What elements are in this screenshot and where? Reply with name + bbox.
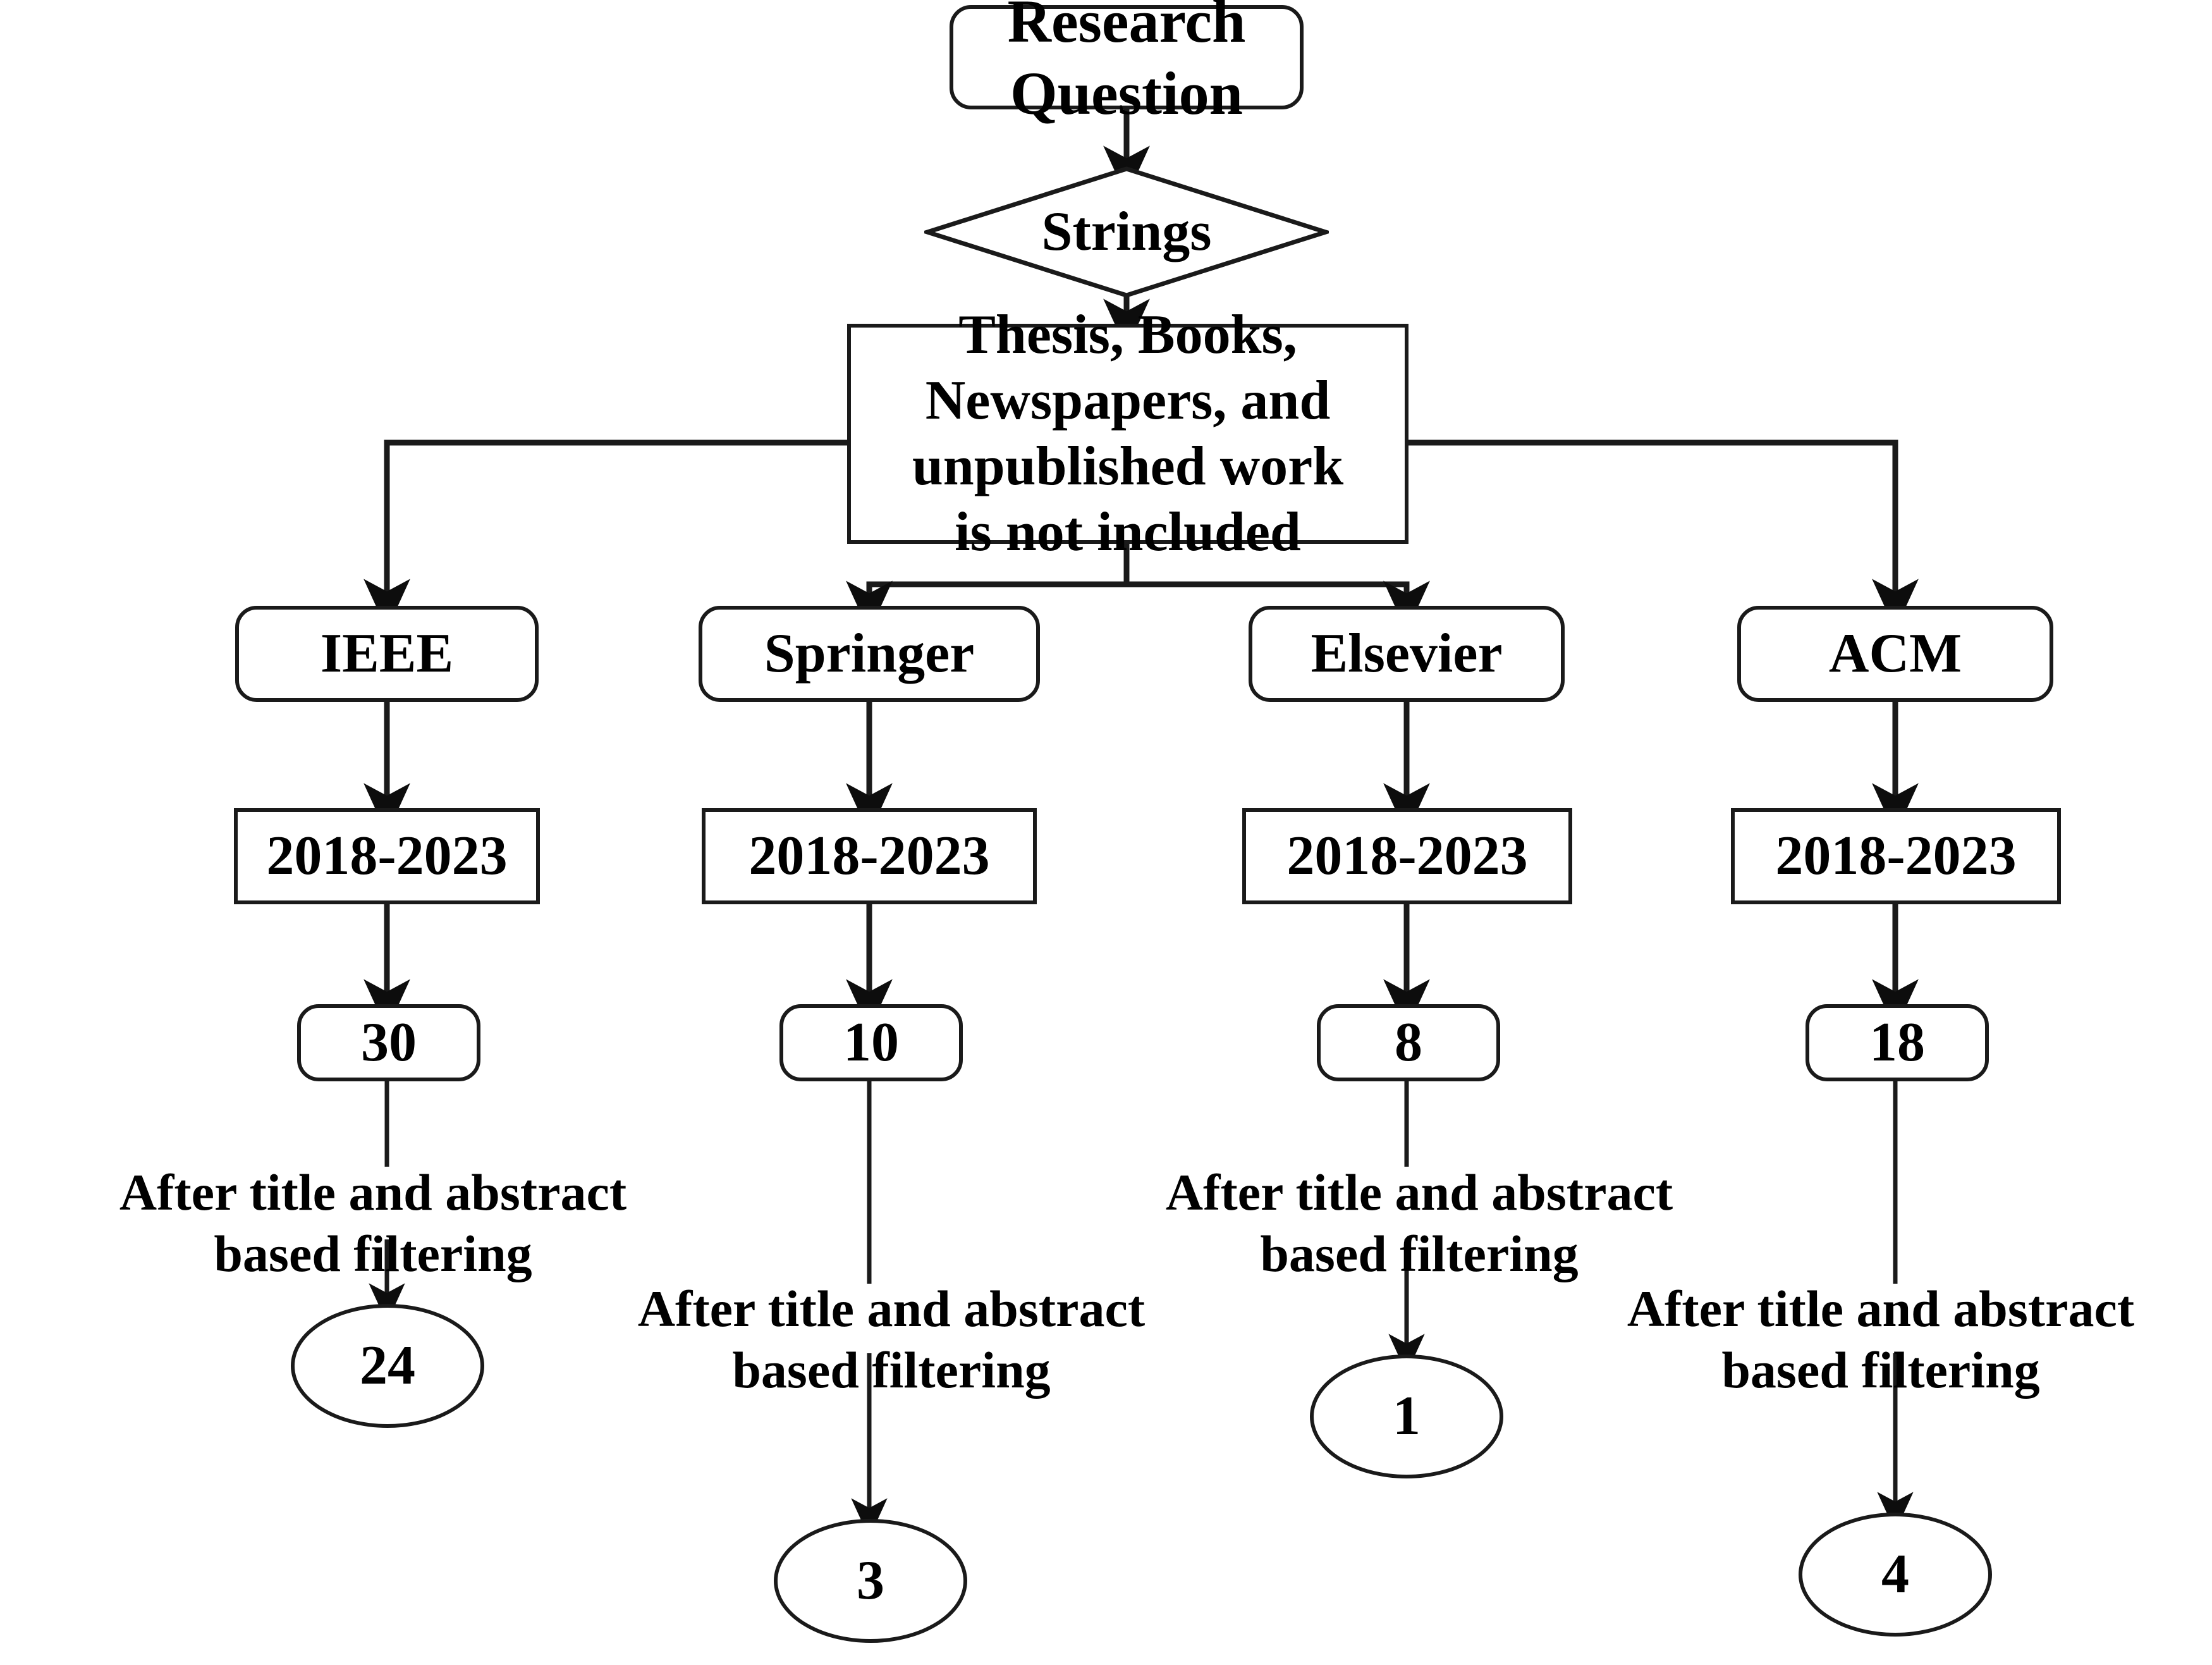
node-database-springer[interactable]: Springer bbox=[699, 606, 1040, 702]
years-label-ieee: 2018-2023 bbox=[266, 825, 508, 887]
filter-caption-acm: After title and abstract based filtering bbox=[1627, 1280, 2135, 1399]
database-label-springer: Springer bbox=[764, 623, 975, 685]
diamond-shape bbox=[924, 166, 1329, 298]
strings-label: Strings bbox=[1041, 201, 1212, 263]
database-label-ieee: IEEE bbox=[320, 623, 454, 685]
node-count-elsevier[interactable]: 8 bbox=[1317, 1004, 1500, 1081]
years-label-acm: 2018-2023 bbox=[1775, 825, 2017, 887]
node-database-elsevier[interactable]: Elsevier bbox=[1249, 606, 1565, 702]
count-label-ieee: 30 bbox=[361, 1012, 417, 1074]
node-included-springer[interactable]: 3 bbox=[774, 1519, 967, 1643]
node-strings[interactable]: Strings bbox=[924, 166, 1329, 298]
node-exclusion-criteria[interactable]: Thesis, Books, Newspapers, and unpublish… bbox=[847, 304, 1408, 563]
included-label-elsevier: 1 bbox=[1393, 1385, 1421, 1447]
count-label-elsevier: 8 bbox=[1395, 1012, 1422, 1074]
database-label-elsevier: Elsevier bbox=[1311, 623, 1503, 685]
included-label-ieee: 24 bbox=[360, 1335, 415, 1397]
node-database-ieee[interactable]: IEEE bbox=[235, 606, 539, 702]
node-years-elsevier[interactable]: 2018-2023 bbox=[1242, 808, 1572, 904]
filter-caption-springer: After title and abstract based filtering bbox=[637, 1280, 1146, 1399]
edge-exclusion-to-elsevier bbox=[1127, 581, 1430, 632]
edge-exclusion-to-acm bbox=[1408, 439, 1919, 630]
node-years-springer[interactable]: 2018-2023 bbox=[702, 808, 1037, 904]
years-label-springer: 2018-2023 bbox=[749, 825, 990, 887]
included-label-springer: 3 bbox=[857, 1550, 884, 1612]
database-label-acm: ACM bbox=[1828, 623, 1962, 685]
node-years-acm[interactable]: 2018-2023 bbox=[1731, 808, 2061, 904]
count-label-springer: 10 bbox=[843, 1012, 899, 1074]
node-count-springer[interactable]: 10 bbox=[779, 1004, 963, 1081]
node-included-ieee[interactable]: 24 bbox=[291, 1304, 484, 1428]
exclusion-criteria-label: Thesis, Books, Newspapers, and unpublish… bbox=[912, 304, 1344, 563]
node-count-acm[interactable]: 18 bbox=[1806, 1004, 1989, 1081]
node-research-question[interactable]: Research Question bbox=[950, 0, 1304, 127]
filter-caption-elsevier: After title and abstract based filtering bbox=[1165, 1164, 1673, 1282]
node-included-acm[interactable]: 4 bbox=[1799, 1513, 1992, 1637]
node-database-acm[interactable]: ACM bbox=[1737, 606, 2053, 702]
node-years-ieee[interactable]: 2018-2023 bbox=[234, 808, 540, 904]
filter-caption-ieee: After title and abstract based filtering bbox=[119, 1164, 627, 1282]
edge-exclusion-to-springer bbox=[846, 581, 1127, 632]
research-question-label: Research Question bbox=[1007, 0, 1246, 127]
included-label-acm: 4 bbox=[1881, 1544, 1909, 1606]
edge-exclusion-to-ieee bbox=[364, 439, 847, 630]
node-count-ieee[interactable]: 30 bbox=[297, 1004, 480, 1081]
node-included-elsevier[interactable]: 1 bbox=[1310, 1355, 1503, 1478]
years-label-elsevier: 2018-2023 bbox=[1286, 825, 1528, 887]
count-label-acm: 18 bbox=[1869, 1012, 1925, 1074]
